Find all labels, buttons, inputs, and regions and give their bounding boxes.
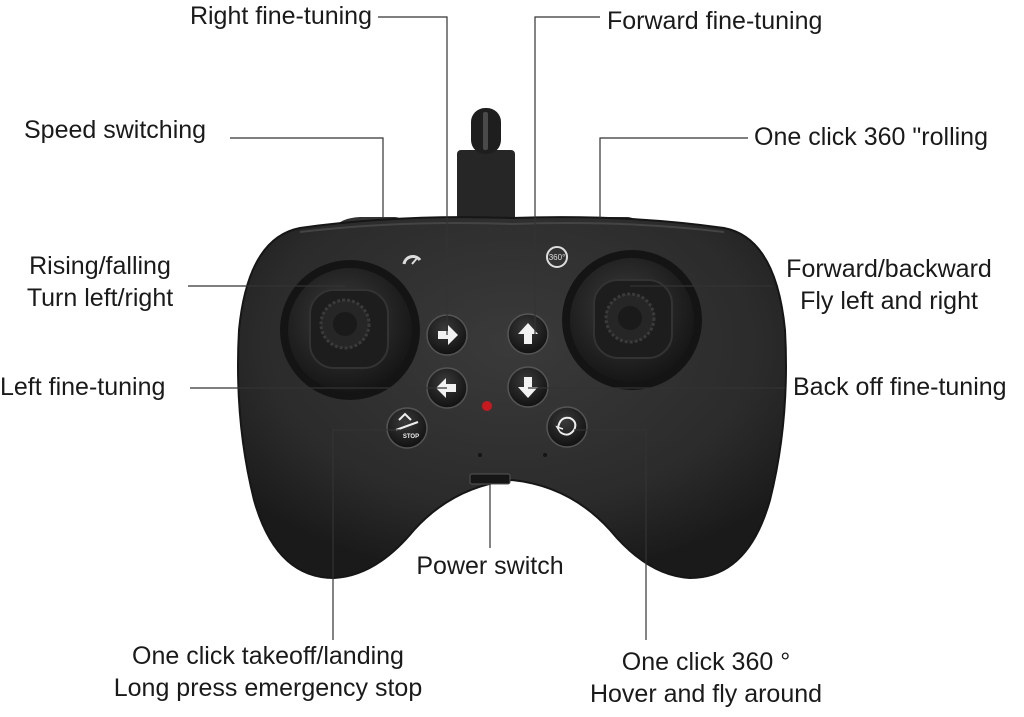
power-switch-text: Power switch [416,552,564,580]
forward-fine-tuning-text: Forward fine-tuning [607,7,823,35]
label-speed-switching: Speed switching [24,114,206,146]
label-power-switch: Power switch [390,550,590,582]
status-led [482,401,492,411]
forward-backward-text: Forward/backward [786,255,992,283]
one-click-360-rolling-text: One click 360 "rolling [754,123,988,151]
back-off-fine-tuning-text: Back off fine-tuning [793,373,1007,401]
label-back-off-fine-tuning: Back off fine-tuning [793,371,1007,403]
speed-switching-text: Speed switching [24,116,207,144]
label-takeoff-landing: One click takeoff/landing Long press eme… [100,640,436,704]
emergency-stop-text: Long press emergency stop [113,674,423,702]
rolling-360-badge: 360° [549,253,566,262]
antenna [457,108,515,222]
right-joystick[interactable] [562,250,702,390]
leader-speed-switching [230,137,384,218]
fly-left-right-text: Fly left and right [800,287,978,315]
leader-takeoff [332,429,400,640]
rising-falling-text: Rising/falling [29,252,171,280]
back-off-fine-tuning-button[interactable] [507,366,549,408]
leader-rolling [599,137,748,218]
leader-hover [574,429,647,640]
forward-fine-tuning-button[interactable] [507,313,549,355]
label-one-click-360-rolling: One click 360 "rolling [754,121,988,153]
left-fine-tuning-text: Left fine-tuning [0,373,166,401]
stop-badge: STOP [403,434,419,440]
power-switch[interactable] [469,473,511,485]
rolling-360-icon: 360° [546,246,568,268]
takeoff-landing-button[interactable]: STOP [386,407,428,449]
turn-left-right-text: Turn left/right [26,284,174,312]
speed-icon [402,255,422,265]
label-left-fine-tuning: Left fine-tuning [0,371,165,403]
label-forward-fine-tuning: Forward fine-tuning [607,5,822,37]
label-left-stick: Rising/falling Turn left/right [10,250,190,314]
right-fine-tuning-text: Right fine-tuning [189,2,372,30]
left-joystick[interactable] [280,260,420,400]
label-hover-360: One click 360 ° Hover and fly around [574,646,838,710]
leader-lines [188,16,785,640]
label-right-fine-tuning: Right fine-tuning [160,0,372,32]
one-click-360-hover-text: One click 360 ° [621,648,791,676]
label-right-stick: Forward/backward Fly left and right [772,253,1006,317]
leader-forward-fine-tuning [534,16,600,334]
leader-right-fine-tuning [378,16,448,335]
hover-fly-around-text: Hover and fly around [589,680,823,708]
hover-360-button[interactable] [546,406,588,448]
takeoff-landing-text: One click takeoff/landing [132,642,404,670]
